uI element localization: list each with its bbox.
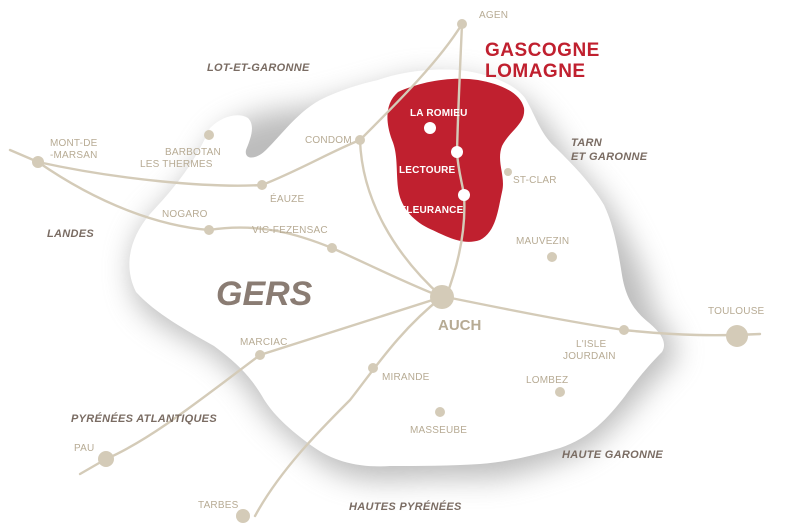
label-auch: AUCH [438,317,481,334]
dot-fleurance [458,189,470,201]
dot-la-romieu [424,122,436,134]
lomagne-labels: LA ROMIEU LECTOURE FLEURANCE [399,108,468,216]
label-mirande: MIRANDE [382,372,430,383]
road-montdemarsan-auch [36,160,444,299]
label-tarbes: TARBES [198,500,239,511]
region-pyrenees-atlantiques: PYRÉNÉES ATLANTIQUES [71,412,217,425]
region-hautes-pyrenees: HAUTES PYRÉNÉES [349,500,462,513]
label-mauvezin: MAUVEZIN [516,236,569,247]
dot-marciac [255,350,265,360]
road-auch-tarbes [253,295,444,518]
dot-eauze [257,180,267,190]
label-lisle-1: L'ISLE [576,339,606,350]
dot-masseube [435,407,445,417]
region-lot-et-garonne: LOT-ET-GARONNE [207,62,310,74]
label-barbotan-1: BARBOTAN [165,147,221,158]
dot-lisle-jourdain [619,325,629,335]
dot-mont-de-marsan [32,156,44,168]
dot-lectoure [451,146,463,158]
lomagne-area [387,78,525,242]
label-la-romieu: LA ROMIEU [410,108,468,119]
region-tarn-2: ET GARONNE [571,151,648,163]
label-lectoure: LECTOURE [399,165,456,176]
label-toulouse: TOULOUSE [708,306,765,317]
dot-lombez [555,387,565,397]
brand-line-2: LOMAGNE [485,61,586,82]
label-gers: GERS [216,275,313,313]
dot-toulouse [726,325,748,347]
label-st-clar: ST-CLAR [513,175,557,186]
label-fleurance: FLEURANCE [400,205,464,216]
label-nogaro: NOGARO [162,209,208,220]
dot-barbotan [204,130,214,140]
label-barbotan-2: LES THERMES [140,159,213,170]
label-condom: CONDOM [305,135,352,146]
dot-mirande [368,363,378,373]
label-pau: PAU [74,443,94,454]
region-tarn-1: TARN [571,137,603,149]
dot-condom [355,135,365,145]
dot-nogaro [204,225,214,235]
brand-line-1: GASCOGNE [485,40,600,61]
label-masseube: MASSEUBE [410,425,467,436]
label-marciac: MARCIAC [240,337,288,348]
dot-auch [430,285,454,309]
region-labels: LOT-ET-GARONNE TARN ET GARONNE LANDES PY… [47,62,663,513]
label-vic-fezensac: VIC-FEZENSAC [252,225,328,236]
label-eauze: ÉAUZE [270,192,304,205]
dot-pau [98,451,114,467]
label-mont-de-marsan-2: -MARSAN [50,150,98,161]
dot-agen [457,19,467,29]
label-mont-de-marsan-1: MONT-DE [50,138,98,149]
dot-tarbes [236,509,250,523]
road-montdemarsan-condom [36,138,362,187]
dot-st-clar [504,168,512,176]
region-landes: LANDES [47,228,94,240]
dot-mauvezin [547,252,557,262]
lomagne-dots [424,122,470,201]
label-agen: AGEN [479,10,508,21]
dot-vic-fezensac [327,243,337,253]
region-haute-garonne: HAUTE GARONNE [562,449,663,461]
gers-department-shape [129,69,665,467]
town-dots [32,19,748,523]
town-labels: AGEN CONDOM MONT-DE -MARSAN BARBOTAN LES… [50,10,765,511]
road-agen-auch [444,22,466,299]
label-lombez: LOMBEZ [526,375,568,386]
label-lisle-2: JOURDAIN [563,351,616,362]
